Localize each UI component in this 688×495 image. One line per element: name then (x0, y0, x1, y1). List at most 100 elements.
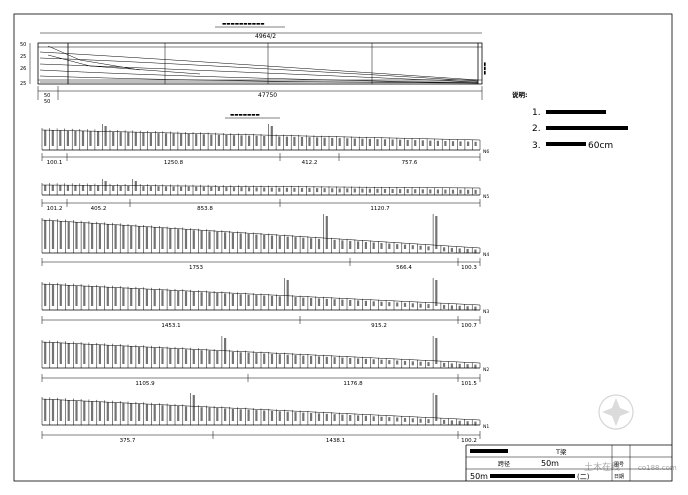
ordinate-value-label (396, 244, 399, 249)
ordinate-value-label (184, 406, 188, 421)
ordinate-value-label (372, 416, 375, 422)
ordinate-value-label (278, 296, 281, 306)
ordinate-value-label (427, 246, 430, 251)
ordinate-value-label (59, 284, 62, 306)
segment-length: 915.2 (371, 323, 387, 329)
ordinate-value-label (66, 130, 69, 146)
ordinate-value-label (466, 421, 469, 426)
ordinate-value-label (380, 416, 383, 421)
ordinate-value-label (130, 346, 133, 364)
ordinate-value-label (138, 226, 141, 249)
ordinate-value-label (231, 351, 234, 364)
ordinate-value-label (286, 280, 289, 306)
ordinate-value-label (239, 352, 242, 364)
ordinate-value-label (421, 140, 424, 146)
ordinate-value-label (353, 138, 356, 146)
ordinate-value-label (429, 189, 432, 194)
ordinate-value-label (443, 304, 446, 309)
ordinate-value-label (325, 298, 328, 306)
ordinate-value-label (286, 236, 289, 249)
row-id: N4 (483, 252, 489, 258)
ordinate-value-label (294, 412, 297, 421)
ordinate-value-label (474, 141, 477, 146)
ordinate-value-label (97, 185, 100, 191)
sheet-label-1: 图号 (614, 462, 624, 468)
ordinate-value-label (67, 221, 70, 249)
ordinate-value-label (169, 290, 172, 306)
ordinate-value-label (357, 358, 360, 364)
segment-length: 405.2 (91, 206, 107, 212)
ordinate-value-label (184, 291, 188, 306)
segment-length: 375.7 (120, 438, 136, 444)
ordinate-value-label (98, 401, 101, 421)
ordinate-value-label (310, 298, 313, 306)
ordinate-value-label (310, 356, 313, 364)
ordinate-value-label (436, 189, 439, 194)
ordinate-value-label (270, 295, 274, 306)
note-3-text-block (546, 142, 586, 146)
ordinate-value-label (411, 418, 414, 423)
segment-length: 1438.1 (326, 438, 345, 444)
ordinate-value-label (255, 353, 258, 364)
ordinate-value-label (406, 139, 409, 146)
ordinate-value-label (169, 405, 172, 421)
ordinate-value-label (248, 187, 251, 192)
ordinate-value-label (333, 299, 336, 306)
ordinate-value-label (104, 126, 107, 146)
ordinate-value-label (114, 287, 117, 306)
ordinate-value-label (364, 242, 367, 249)
ordinate-value-label (177, 406, 180, 421)
ordinate-value-label (419, 245, 422, 250)
ordinate-value-label (184, 229, 188, 249)
ordinate-value-label (349, 300, 352, 306)
ordinate-value-label (388, 243, 391, 249)
ordinate-value-label (349, 415, 352, 421)
ordinate-value-label (325, 413, 328, 421)
ordinate-value-label (278, 187, 281, 192)
ordinate-value-label (414, 140, 417, 146)
ordinate-value-label (51, 185, 54, 191)
segment-length: 1453.1 (161, 323, 180, 329)
ordinate-value-label (285, 136, 288, 146)
ordinate-value-label (372, 359, 375, 365)
ordinate-value-label (51, 399, 55, 421)
ordinate-value-label (376, 139, 379, 146)
ordinate-value-label (169, 348, 172, 364)
ordinate-value-label (106, 345, 109, 364)
ordinate-value-label (112, 131, 115, 146)
ordinate-value-label (44, 399, 47, 421)
ordinate-value-label (239, 294, 242, 306)
ordinate-value-label (388, 360, 391, 365)
ordinate-value-label (114, 224, 117, 249)
ordinate-value-label (278, 411, 281, 421)
ordinate-value-label (294, 297, 297, 306)
ordinate-value-label (145, 289, 148, 306)
ordinate-value-label (177, 349, 180, 364)
ordinate-value-label (161, 348, 164, 364)
ordinate-value-label (270, 126, 273, 146)
ordinate-value-label (91, 401, 94, 421)
ordinate-value-label (396, 302, 399, 307)
ordinate-value-label (75, 343, 78, 364)
ordinate-value-label (466, 306, 469, 311)
svg-text:50: 50 (20, 42, 26, 48)
drawing-title-text (490, 474, 575, 478)
ordinate-value-label (224, 408, 227, 421)
ordinate-value-label (232, 187, 236, 192)
ordinate-value-label (202, 186, 205, 191)
bottom-left-dim-2: 50 (44, 99, 50, 105)
ordinate-value-label (208, 407, 211, 421)
ordinate-value-label (172, 133, 175, 146)
ordinate-value-label (172, 186, 175, 191)
ordinate-value-label (164, 186, 168, 191)
ordinate-value-label (435, 216, 438, 249)
row-id: N1 (483, 424, 489, 430)
ordinate-value-label (263, 353, 266, 364)
ordinate-value-label (225, 187, 228, 192)
ordinate-value-label (310, 413, 313, 421)
ordinate-value-label (127, 185, 130, 191)
svg-text:26: 26 (20, 66, 26, 72)
